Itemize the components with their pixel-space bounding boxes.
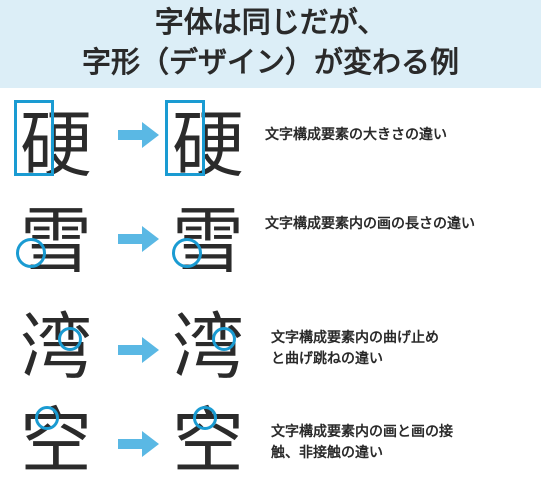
title-line-2: 字形（デザイン）が変わる例 [81, 45, 459, 79]
description: 文字構成要素の大きさの違い [265, 127, 447, 143]
example-row-3: 湾 湾 文字構成要素内の曲げ止め と曲げ跳ねの違い [0, 302, 541, 394]
highlight-box [165, 100, 205, 176]
header-banner: 字体は同じだが、 字形（デザイン）が変わる例 [0, 0, 541, 88]
highlight-circle [35, 406, 59, 430]
glyph-after: 湾 [171, 305, 244, 389]
glyph-after: 雪 [171, 199, 244, 283]
example-row-1: 硬 硬 文字構成要素の大きさの違い [0, 98, 541, 190]
description: 文字構成要素内の画と画の接 触、非接触の違い [271, 424, 453, 461]
highlight-circle [16, 238, 46, 268]
title-line-1: 字体は同じだが、 [154, 5, 387, 39]
arrow-right-icon [118, 122, 159, 148]
example-row-2: 雪 雪 文字構成要素内の画の長さの違い [0, 196, 541, 288]
highlight-box [14, 100, 54, 176]
arrow-right-icon [118, 337, 159, 363]
description: 文字構成要素内の画の長さの違い [265, 216, 475, 232]
highlight-circle [212, 327, 236, 351]
arrow-right-icon [118, 226, 159, 252]
arrow-right-icon [118, 431, 159, 457]
glyph-before: 湾 [19, 305, 92, 389]
highlight-circle [193, 406, 217, 430]
highlight-circle [172, 238, 202, 268]
description: 文字構成要素内の曲げ止め と曲げ跳ねの違い [271, 330, 439, 367]
example-row-4: 空 空 文字構成要素内の画と画の接 触、非接触の違い [0, 396, 541, 488]
highlight-circle [58, 327, 82, 351]
